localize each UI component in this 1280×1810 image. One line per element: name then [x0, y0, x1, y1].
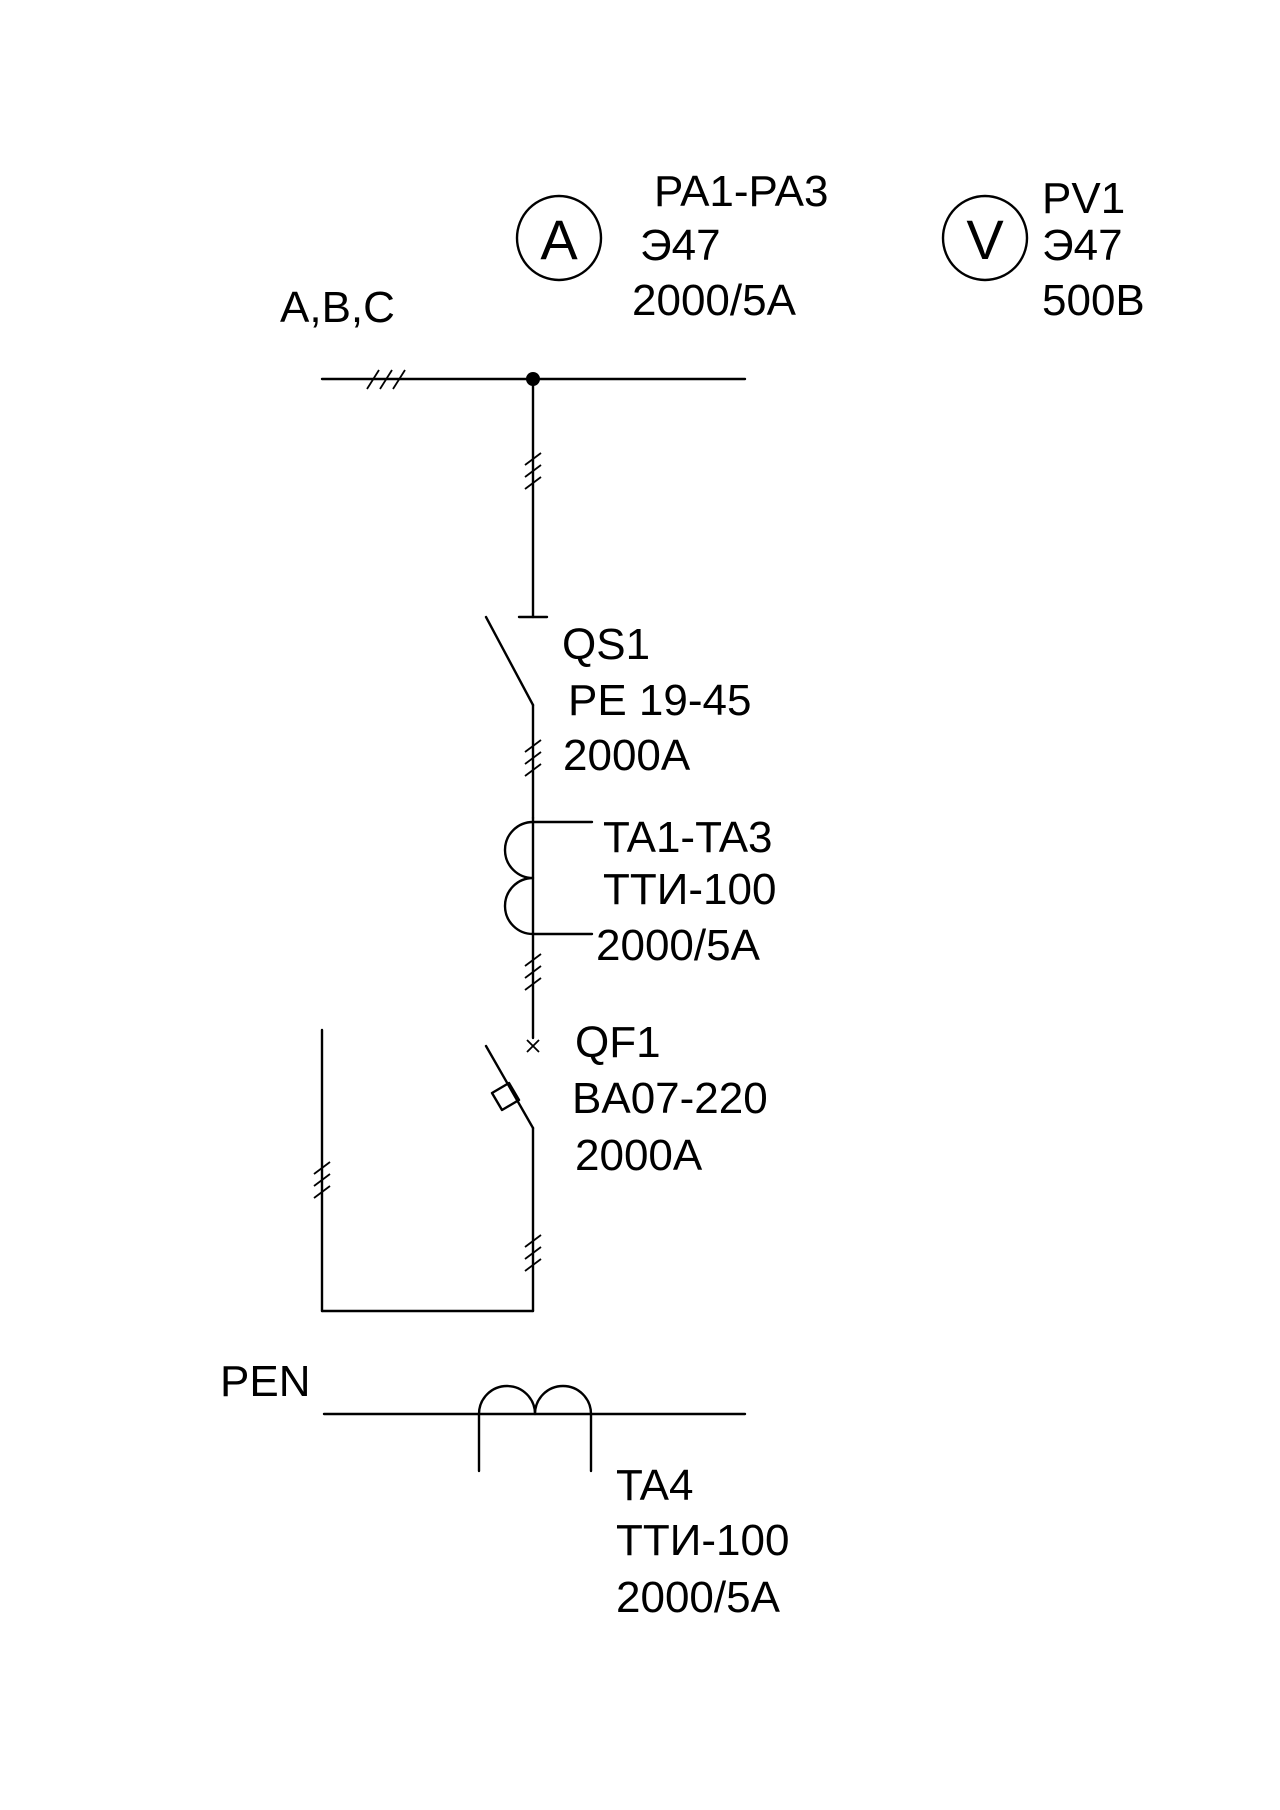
- voltmeter-type: Э47: [1042, 221, 1123, 270]
- ta4-rating: 2000/5A: [616, 1573, 781, 1622]
- ta4-type: ТТИ-100: [616, 1516, 789, 1565]
- ammeter-letter: A: [540, 208, 578, 271]
- qf1-designation: QF1: [575, 1018, 661, 1067]
- feeder-drop: [517, 377, 549, 619]
- ammeter-rating: 2000/5A: [632, 276, 797, 325]
- voltmeter-designation: PV1: [1042, 174, 1125, 223]
- circuit-breaker-qf1: [484, 1039, 542, 1313]
- ct-ta1-ta3-symbol: [503, 816, 594, 1040]
- ammeter-symbol: A: [515, 194, 603, 282]
- qf1-type: BA07-220: [572, 1074, 768, 1123]
- voltmeter-symbol: V: [941, 194, 1029, 282]
- outgoing-loop: [313, 1028, 535, 1313]
- ct-ta4-symbol: [477, 1384, 593, 1473]
- ta1-ta3-type: ТТИ-100: [603, 865, 776, 914]
- qs1-type: PE 19-45: [568, 676, 751, 725]
- disconnector-qs1: [484, 615, 542, 820]
- ammeter-type: Э47: [640, 221, 721, 270]
- ta1-ta3-rating: 2000/5A: [596, 921, 761, 970]
- qf1-rating: 2000A: [575, 1131, 703, 1180]
- voltmeter-rating: 500В: [1042, 276, 1145, 325]
- pen-label: PEN: [220, 1357, 310, 1406]
- ta1-ta3-designation: TA1-TA3: [603, 813, 773, 862]
- voltmeter-letter: V: [966, 208, 1004, 271]
- ammeter-designation: PA1-PA3: [654, 167, 828, 216]
- ta4-designation: TA4: [616, 1461, 693, 1510]
- qs1-designation: QS1: [562, 620, 650, 669]
- qs1-rating: 2000A: [563, 731, 691, 780]
- phase-bus-label: A,B,C: [280, 283, 395, 332]
